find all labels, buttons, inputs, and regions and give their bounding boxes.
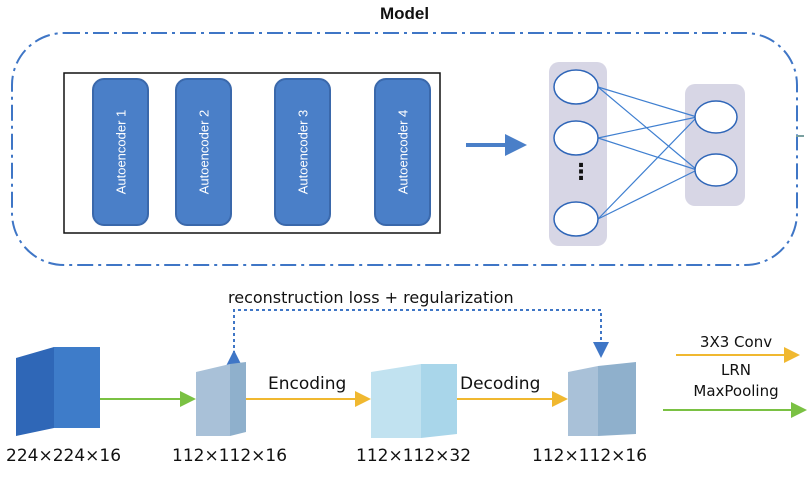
shape-label-4: 112×112×16: [532, 446, 648, 466]
autoencoder-4-label: Autoencoder 4: [395, 109, 410, 195]
model-title: Model: [379, 4, 430, 23]
autoencoder-1-label: Autoencoder 1: [113, 109, 128, 195]
loss-connector: [226, 309, 609, 366]
autoencoder-2-label: Autoencoder 2: [196, 109, 211, 195]
input-volume: [16, 347, 100, 436]
nn-ellipsis: ⋮: [570, 160, 592, 185]
autoencoder-3-label: Autoencoder 3: [295, 109, 310, 195]
decoder-output-volume: [568, 362, 636, 436]
encoder-input-volume: [196, 362, 246, 436]
autoencoder-3: Autoencoder 3: [274, 78, 331, 226]
input-node: [553, 120, 599, 156]
decoding-label: Decoding: [460, 374, 541, 394]
output-node: [694, 100, 738, 134]
autoencoder-stack-frame: [63, 72, 441, 234]
autoencoder-2: Autoencoder 2: [175, 78, 232, 226]
nn-connections: [597, 86, 698, 220]
loss-label: reconstruction loss + regularization: [228, 288, 514, 307]
output-node: [694, 153, 738, 187]
latent-volume: [371, 364, 457, 438]
shape-label-1: 224×224×16: [6, 446, 122, 466]
input-node: [553, 201, 599, 237]
encoding-label: Encoding: [268, 374, 347, 394]
autoencoder-4: Autoencoder 4: [374, 78, 431, 226]
shape-label-3: 112×112×32: [356, 446, 472, 466]
autoencoder-1: Autoencoder 1: [92, 78, 149, 226]
model-boundary: [11, 32, 798, 266]
model-flow-arrow: [466, 134, 527, 156]
legend-pool-label: MaxPooling: [693, 382, 779, 400]
shape-label-2: 112×112×16: [172, 446, 288, 466]
legend-conv-label: 3X3 Conv: [699, 333, 773, 351]
input-node: [553, 69, 599, 105]
legend-lrn-label: LRN: [721, 361, 751, 379]
